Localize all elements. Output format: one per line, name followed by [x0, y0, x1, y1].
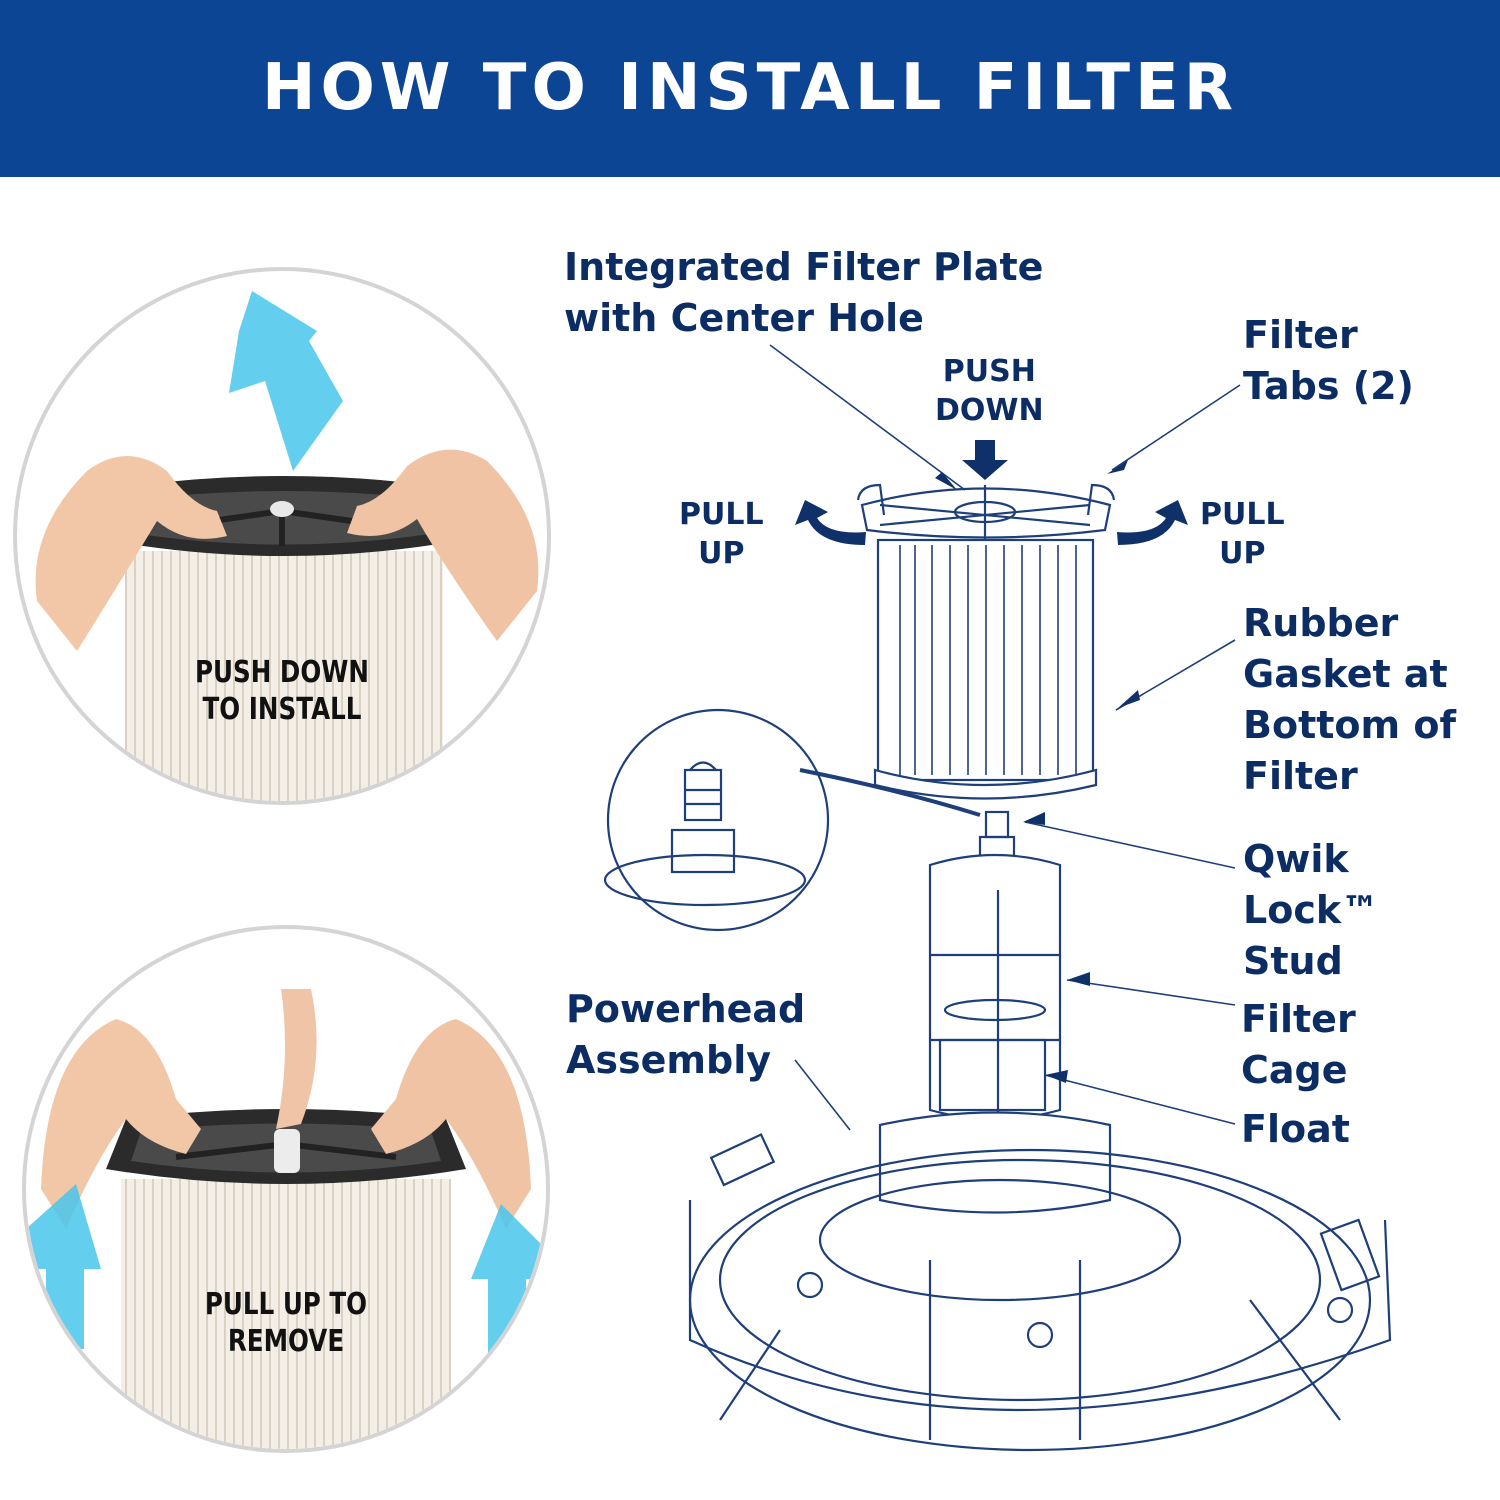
remove-caption: PULL UP TO REMOVE: [204, 1287, 368, 1359]
remove-photo: PULL UP TO REMOVE: [22, 925, 550, 1453]
filter-tabs-label: Filter Tabs (2): [1243, 313, 1414, 408]
pull-up-left-label: PULL UP: [679, 497, 764, 571]
qwik-lock-stud-label: Qwik Lock™ Stud: [1243, 837, 1380, 983]
leader-lines: [769, 344, 1241, 1131]
filter-plate-label: Integrated Filter Plate with Center Hole: [564, 245, 1044, 340]
filter-drawing: [856, 483, 1116, 800]
powerhead-assembly-label: Powerhead Assembly: [566, 987, 806, 1082]
powerhead-drawing: [688, 1111, 1392, 1452]
push-down-label: PUSH DOWN: [935, 354, 1044, 428]
diagram-arrows: [795, 440, 1188, 1083]
stud-detail-inset: [603, 708, 981, 932]
pull-up-right-label: PULL UP: [1200, 497, 1285, 571]
install-caption: PUSH DOWN TO INSTALL: [195, 655, 369, 727]
stud-cage-drawing: [928, 810, 1062, 1121]
filter-cage-label: Filter Cage: [1241, 997, 1356, 1092]
exploded-diagram: [603, 344, 1392, 1452]
page-title: HOW TO INSTALL FILTER: [261, 51, 1239, 125]
header-banner: [0, 0, 1500, 177]
rubber-gasket-label: Rubber Gasket at Bottom of Filter: [1243, 601, 1456, 798]
install-photo: PUSH DOWN TO INSTALL: [13, 267, 551, 805]
float-label: Float: [1241, 1107, 1350, 1151]
